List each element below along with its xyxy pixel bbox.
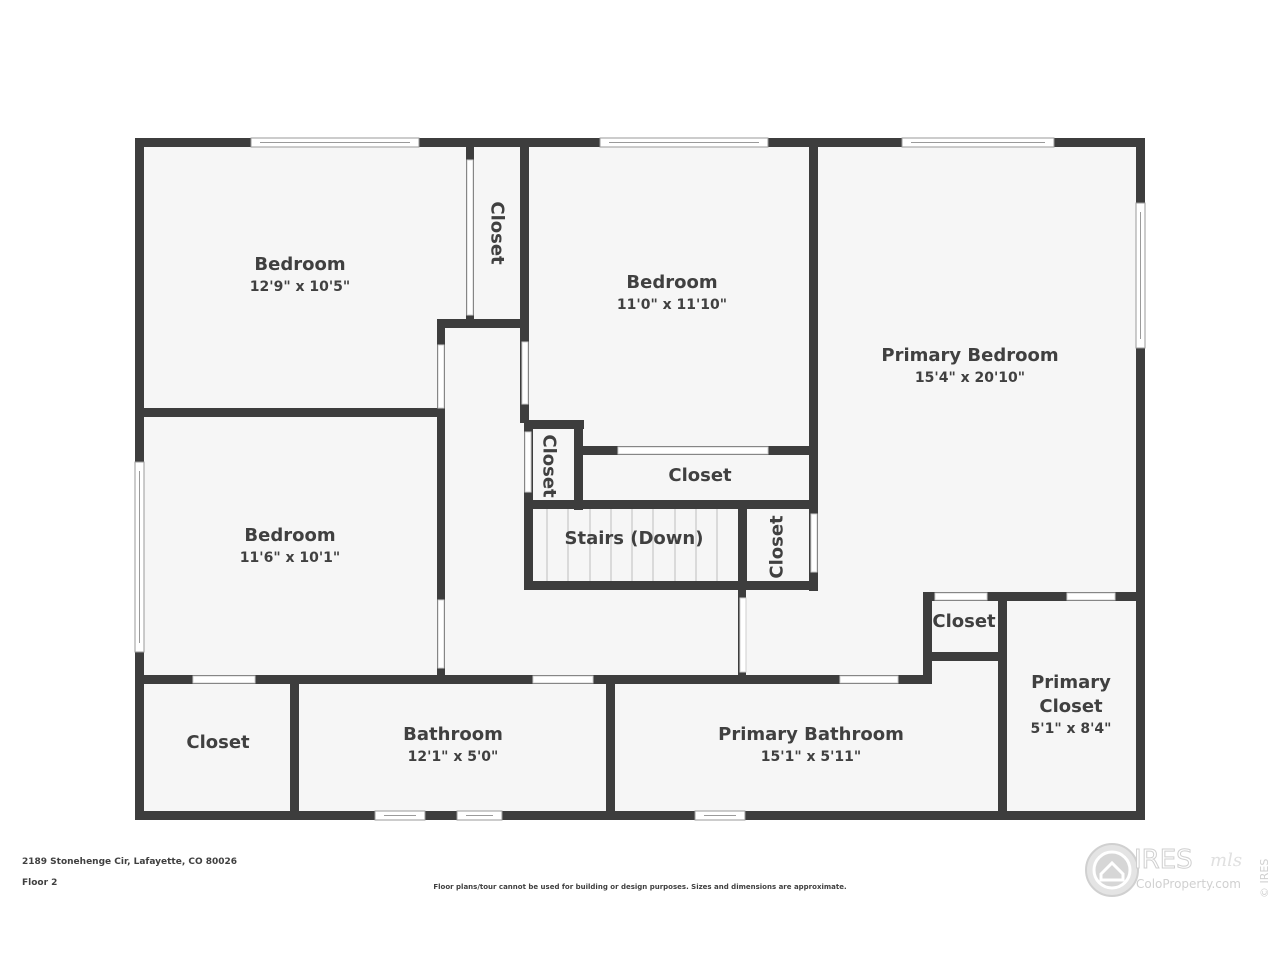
floor-label: Floor 2	[22, 878, 58, 888]
room-bathroom: Bathroom 12'1" x 5'0"	[403, 723, 503, 767]
room-closet-primary-small: Closet	[932, 610, 995, 634]
room-primary-closet: Primary Closet 5'1" x 8'4"	[1031, 671, 1112, 739]
room-dimensions: 15'1" x 5'11"	[760, 749, 862, 765]
doors	[192, 159, 1116, 684]
room-name: Closet	[932, 611, 996, 632]
logo-brand: IRES	[1134, 845, 1193, 875]
room-closet-top: Closet	[486, 201, 508, 265]
room-bedroom-3: Bedroom 11'6" x 10'1"	[240, 524, 340, 568]
room-closet-bottom-left: Closet	[186, 731, 249, 755]
house-icon	[1099, 860, 1125, 882]
room-name: Bathroom	[403, 724, 503, 745]
room-closet-hall: Closet	[668, 464, 731, 488]
logo-side: © IRES	[1258, 859, 1271, 898]
room-dimensions: 15'4" x 20'10"	[914, 370, 1026, 386]
room-name: Stairs (Down)	[564, 528, 704, 549]
room-primary-bedroom: Primary Bedroom 15'4" x 20'10"	[881, 344, 1058, 388]
room-name: Closet	[668, 465, 732, 486]
room-dimensions: 11'0" x 11'10"	[616, 297, 728, 313]
room-bedroom-1: Bedroom 12'9" x 10'5"	[250, 253, 350, 297]
windows	[134, 137, 1146, 821]
disclaimer: Floor plans/tour cannot be used for buil…	[433, 883, 847, 891]
room-bedroom-2: Bedroom 11'0" x 11'10"	[617, 271, 727, 315]
room-name: Bedroom	[244, 525, 336, 546]
room-closet-stairs: Closet	[766, 515, 788, 579]
room-stairs: Stairs (Down)	[565, 527, 704, 551]
room-name: Primary Bedroom	[881, 345, 1059, 366]
floor-area	[140, 143, 1140, 816]
room-name: Bedroom	[254, 254, 346, 275]
property-address: 2189 Stonehenge Cir, Lafayette, CO 80026	[22, 857, 238, 867]
room-dimensions: 11'6" x 10'1"	[239, 550, 341, 566]
stair-treads	[546, 509, 718, 581]
room-primary-bathroom: Primary Bathroom 15'1" x 5'11"	[718, 723, 904, 767]
logo-script: mls	[1210, 850, 1242, 871]
ires-mls-logo: IRES mls ColoProperty.com © IRES	[1085, 843, 1271, 898]
room-dimensions: 5'1" x 8'4"	[1030, 721, 1112, 737]
room-dimensions: 12'9" x 10'5"	[249, 279, 351, 295]
logo-site: ColoProperty.com	[1136, 877, 1241, 891]
room-closet-mid: Closet	[538, 434, 560, 498]
room-name: Primary Closet	[1031, 672, 1111, 717]
room-dimensions: 12'1" x 5'0"	[407, 749, 499, 765]
room-name: Primary Bathroom	[718, 724, 904, 745]
room-name: Bedroom	[626, 272, 718, 293]
room-name: Closet	[186, 732, 250, 753]
